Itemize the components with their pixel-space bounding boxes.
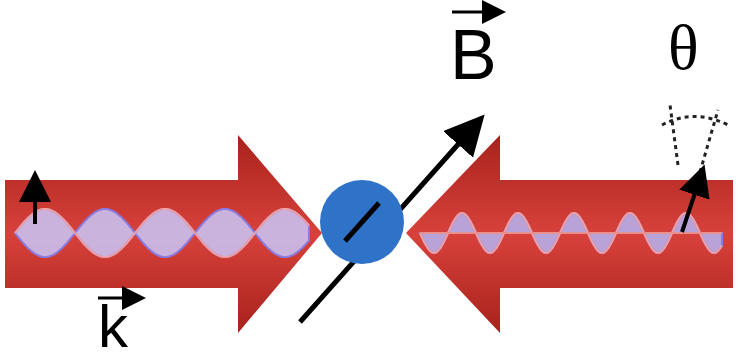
standing-wave-edge — [15, 209, 309, 257]
standing-wave — [15, 209, 309, 257]
atom — [320, 180, 404, 264]
field-symbol: B — [450, 20, 497, 90]
magnetic-field-arrow — [300, 122, 478, 322]
vector-arrow-b — [452, 11, 500, 14]
wave-axis — [420, 232, 722, 234]
magnetic-field-arrow-front — [345, 203, 379, 241]
left-polarization-arrow — [33, 178, 37, 224]
angle-symbol: θ — [668, 16, 699, 80]
left-beam-arrow — [5, 135, 322, 333]
wavevector-symbol: k — [98, 297, 128, 357]
angle-arc — [662, 117, 728, 126]
angle-reference-line — [670, 105, 678, 165]
travelling-wave-edge — [420, 213, 722, 253]
right-beam-arrow — [406, 135, 733, 333]
travelling-wave — [420, 213, 722, 253]
right-polarization-arrow — [682, 172, 702, 232]
